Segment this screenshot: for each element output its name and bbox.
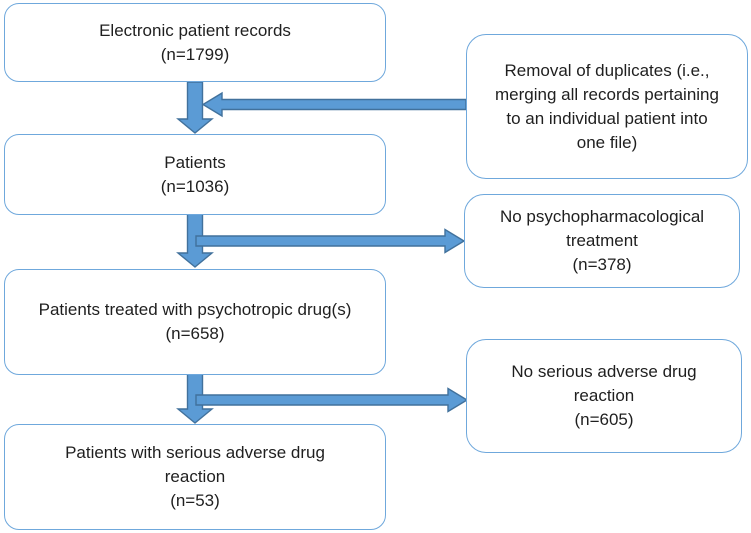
node-patients: Patients (n=1036) xyxy=(4,134,386,215)
node-label-line: one file) xyxy=(576,132,638,152)
node-count-line: (n=378) xyxy=(572,255,632,274)
node-label-line: Patients xyxy=(164,152,226,172)
node-label-line: No psychopharmacological xyxy=(499,207,705,226)
node-electronic-patient-records: Electronic patient records (n=1799) xyxy=(4,3,386,82)
down-arrow-icon-2 xyxy=(176,213,214,268)
node-label-line: Patients with serious adverse drug xyxy=(65,443,325,462)
down-arrow-icon-3 xyxy=(176,373,214,424)
node-patients-serious-adr: Patients with serious adverse drug react… xyxy=(4,424,386,530)
node-count-line: (n=1036) xyxy=(160,176,230,196)
node-label-line: reaction xyxy=(573,386,635,405)
node-no-psychopharmacological-treatment: No psychopharmacological treatment (n=37… xyxy=(464,194,740,288)
node-removal-of-duplicates: Removal of duplicates (i.e., merging all… xyxy=(466,34,748,179)
node-label-line: merging all records pertaining xyxy=(495,84,719,104)
node-label-line: reaction xyxy=(164,467,226,486)
node-no-serious-adr: No serious adverse drug reaction (n=605) xyxy=(466,339,742,453)
node-label-line: No serious adverse drug xyxy=(511,362,697,381)
node-patients-treated-psychotropic: Patients treated with psychotropic drug(… xyxy=(4,269,386,375)
node-label-line: to an individual patient into xyxy=(506,108,708,128)
node-count-line: (n=1799) xyxy=(160,44,230,64)
node-label-line: Patients treated with psychotropic drug(… xyxy=(38,300,352,319)
node-label-line: Electronic patient records xyxy=(99,20,291,40)
node-label-line: Removal of duplicates (i.e., xyxy=(504,60,710,80)
node-count-line: (n=605) xyxy=(574,410,634,429)
node-label-line: treatment xyxy=(566,231,638,250)
node-count-line: (n=53) xyxy=(170,491,220,510)
node-count-line: (n=658) xyxy=(165,324,225,343)
down-arrow-icon-1 xyxy=(176,81,214,134)
right-arrow-icon-1 xyxy=(195,228,466,254)
left-arrow-icon xyxy=(201,91,467,118)
right-arrow-icon-2 xyxy=(195,387,469,413)
